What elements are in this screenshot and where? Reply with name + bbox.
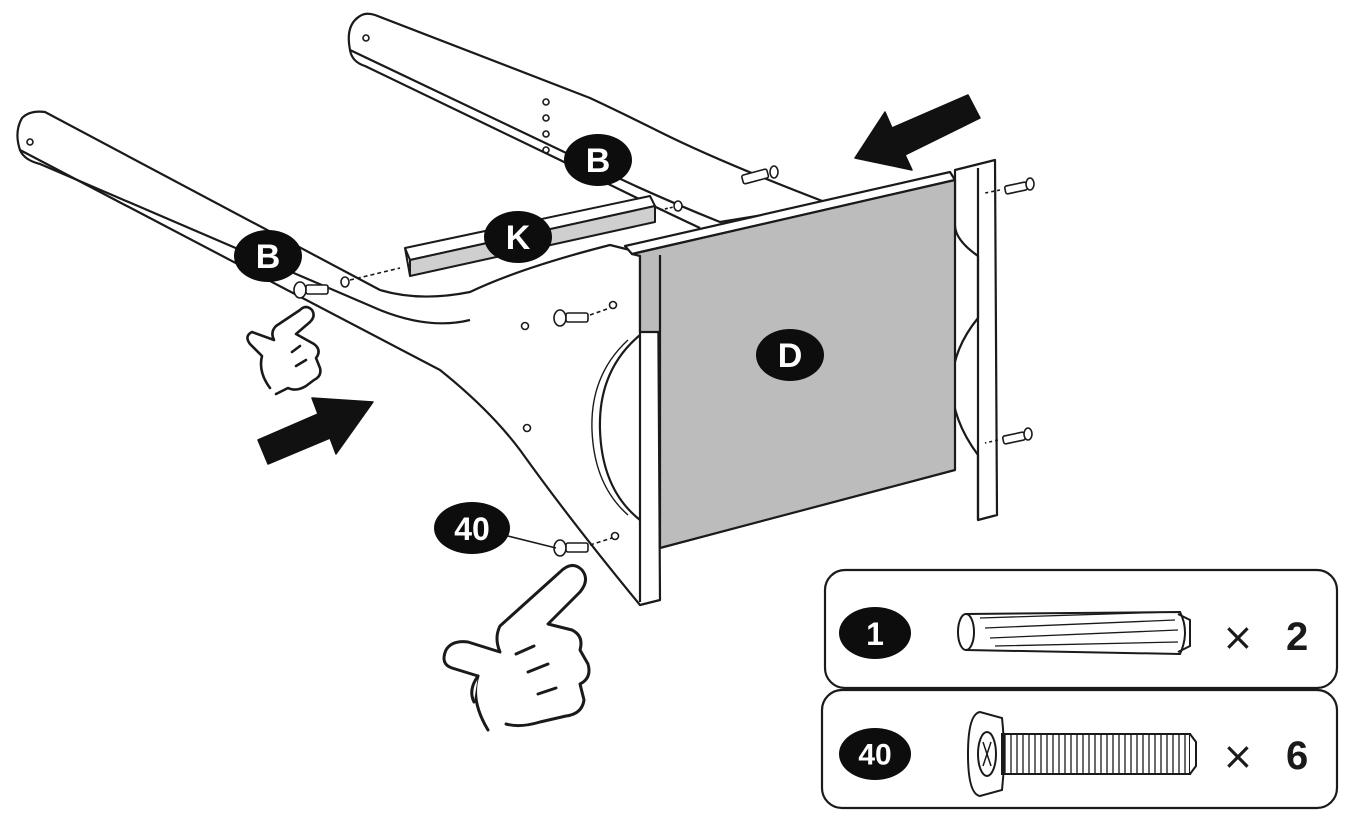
end-panel-right: [950, 158, 999, 522]
parts-row-screw: 40 × 6: [820, 688, 1339, 810]
label-b-back: B: [564, 134, 632, 186]
parts-row-screw-times: ×: [1222, 734, 1254, 778]
parts-row-dowel-label: 1: [866, 616, 884, 652]
direction-arrow-icon: [257, 397, 374, 465]
rail-front: [16, 110, 662, 607]
label-d-text: D: [778, 337, 803, 375]
label-b-front: B: [234, 230, 302, 282]
screw-details: [293, 165, 1035, 557]
label-k-text: K: [506, 219, 531, 257]
hand-press-icon: [442, 564, 591, 732]
parts-row-dowel: 1 × 2: [823, 568, 1339, 690]
screw-icon: [966, 710, 1197, 798]
direction-arrow-icon: [854, 94, 981, 171]
label-screw-callout: 40: [434, 502, 557, 554]
parts-row-dowel-times: ×: [1222, 615, 1254, 659]
parts-list: 1 × 2 40 × 6: [820, 568, 1339, 810]
hand-press-icon: [246, 305, 322, 396]
rail-back: [347, 12, 832, 229]
parts-row-screw-label: 40: [858, 739, 891, 772]
end-panel-cutout: [598, 334, 641, 521]
dowel-icon: [957, 610, 1191, 656]
label-b-back-text: B: [586, 142, 611, 180]
parts-row-dowel-qty: 2: [1286, 615, 1308, 659]
label-d: D: [756, 329, 824, 381]
parts-row-screw-qty: 6: [1286, 734, 1308, 778]
label-k: K: [484, 211, 552, 263]
label-screw-callout-text: 40: [454, 511, 490, 547]
label-b-front-text: B: [256, 238, 281, 276]
